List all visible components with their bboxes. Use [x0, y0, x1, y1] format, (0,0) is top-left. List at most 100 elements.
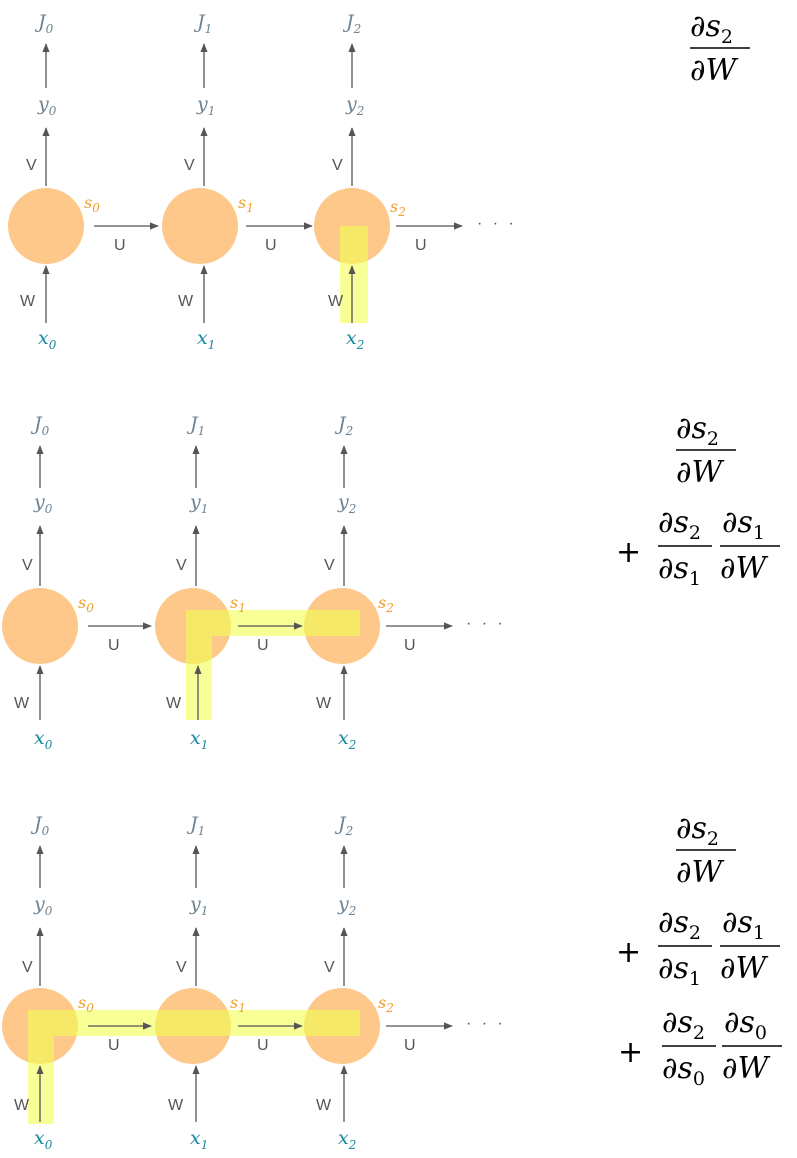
prediction-label-1: y1 [196, 93, 215, 118]
weight-label-W: W [166, 695, 182, 712]
output-label-1: J1 [193, 11, 212, 36]
state-label-1: s1 [230, 593, 246, 615]
weight-label-U: U [108, 1037, 120, 1054]
fraction-denominator: ∂s1 [658, 551, 701, 590]
weight-label-W: W [316, 1097, 332, 1114]
state-label-2: s2 [390, 197, 406, 219]
input-label-0: x0 [34, 727, 53, 752]
weight-label-V: V [324, 959, 335, 976]
fraction-numerator: ∂s2 [676, 411, 719, 450]
state-node-0 [8, 188, 84, 264]
state-label-1: s1 [230, 993, 246, 1015]
prediction-label-2: y2 [337, 491, 356, 516]
prediction-label-2: y2 [337, 893, 356, 918]
plus-sign: + [616, 535, 641, 570]
fraction-denominator: ∂W [676, 455, 725, 490]
fraction-denominator: ∂s1 [658, 951, 701, 990]
weight-label-V: V [22, 557, 33, 574]
input-label-2: x2 [346, 327, 364, 352]
input-label-0: x0 [34, 1127, 53, 1152]
weight-label-W: W [14, 695, 30, 712]
fraction-numerator: ∂s1 [722, 505, 765, 544]
input-label-1: x1 [197, 327, 215, 352]
fraction-denominator: ∂W [676, 855, 725, 890]
weight-label-U: U [257, 637, 269, 654]
panel-3: J0 y0 V s0 W x0 U J1 y1 V s1 W x1 U J2 y… [2, 811, 782, 1152]
plus-sign: + [618, 1035, 643, 1070]
weight-label-W: W [168, 1097, 184, 1114]
weight-label-V: V [184, 157, 195, 174]
fraction-numerator: ∂s0 [724, 1005, 767, 1044]
weight-label-V: V [324, 557, 335, 574]
state-node-0 [2, 588, 78, 664]
input-label-1: x1 [190, 727, 208, 752]
weight-label-W: W [328, 293, 344, 310]
weight-label-U: U [404, 1037, 416, 1054]
formula-panel-1: ∂s2 ∂W [690, 9, 750, 88]
output-label-0: J0 [30, 813, 50, 838]
state-node-1 [162, 188, 238, 264]
fraction-denominator: ∂W [720, 551, 769, 586]
fraction-numerator: ∂s2 [690, 9, 733, 48]
fraction-denominator: ∂s0 [662, 1051, 705, 1090]
input-label-0: x0 [38, 327, 57, 352]
weight-label-W: W [178, 293, 194, 310]
plus-sign: + [616, 935, 641, 970]
fraction-denominator: ∂W [690, 53, 739, 88]
gradient-path-highlight [186, 610, 360, 720]
weight-label-W: W [14, 1097, 30, 1114]
input-label-2: x2 [338, 1127, 356, 1152]
gradient-path-highlight [28, 1010, 360, 1124]
panel-2: J0 y0 V s0 W x0 U J1 y1 V s1 W x1 U J2 y… [2, 411, 780, 752]
fraction-numerator: ∂s1 [722, 905, 765, 944]
ellipsis: · · · [466, 1015, 506, 1032]
weight-label-V: V [22, 959, 33, 976]
ellipsis: · · · [477, 215, 517, 232]
ellipsis: · · · [466, 615, 506, 632]
weight-label-U: U [415, 237, 427, 254]
input-label-1: x1 [190, 1127, 208, 1152]
output-label-2: J2 [334, 813, 353, 838]
panel-1: J0 y0 V s0 W x0 U J1 y1 V s1 W x1 U J2 y… [8, 9, 750, 352]
prediction-label-0: y0 [33, 893, 53, 918]
state-label-0: s0 [78, 593, 94, 615]
fraction-denominator: ∂W [722, 1051, 771, 1086]
fraction-denominator: ∂W [720, 951, 769, 986]
state-label-1: s1 [238, 193, 254, 215]
output-label-0: J0 [30, 413, 50, 438]
state-label-2: s2 [378, 593, 394, 615]
weight-label-U: U [114, 237, 126, 254]
weight-label-V: V [26, 157, 37, 174]
prediction-label-1: y1 [189, 893, 208, 918]
input-label-2: x2 [338, 727, 356, 752]
fraction-numerator: ∂s2 [658, 505, 701, 544]
weight-label-U: U [404, 637, 416, 654]
weight-label-W: W [20, 293, 36, 310]
output-label-2: J2 [342, 11, 361, 36]
weight-label-U: U [265, 237, 277, 254]
formula-panel-3: ∂s2 ∂W + ∂s2 ∂s1 ∂s1 ∂W + ∂s2 ∂s0 ∂s0 ∂W [616, 811, 782, 1090]
fraction-numerator: ∂s2 [662, 1005, 705, 1044]
prediction-label-0: y0 [33, 491, 53, 516]
weight-label-U: U [108, 637, 120, 654]
output-label-2: J2 [334, 413, 353, 438]
formula-panel-2: ∂s2 ∂W + ∂s2 ∂s1 ∂s1 ∂W [616, 411, 780, 590]
weight-label-V: V [176, 959, 187, 976]
fraction-numerator: ∂s2 [658, 905, 701, 944]
output-label-1: J1 [186, 413, 205, 438]
prediction-label-1: y1 [189, 491, 208, 516]
prediction-label-0: y0 [37, 93, 57, 118]
weight-label-V: V [176, 557, 187, 574]
state-label-0: s0 [78, 993, 94, 1015]
weight-label-W: W [316, 695, 332, 712]
weight-label-V: V [332, 157, 343, 174]
prediction-label-2: y2 [345, 93, 364, 118]
state-label-0: s0 [84, 193, 100, 215]
output-label-1: J1 [186, 813, 205, 838]
state-label-2: s2 [378, 993, 394, 1015]
fraction-numerator: ∂s2 [676, 811, 719, 850]
gradient-path-highlight [340, 226, 368, 323]
output-label-0: J0 [34, 11, 54, 36]
weight-label-U: U [257, 1037, 269, 1054]
